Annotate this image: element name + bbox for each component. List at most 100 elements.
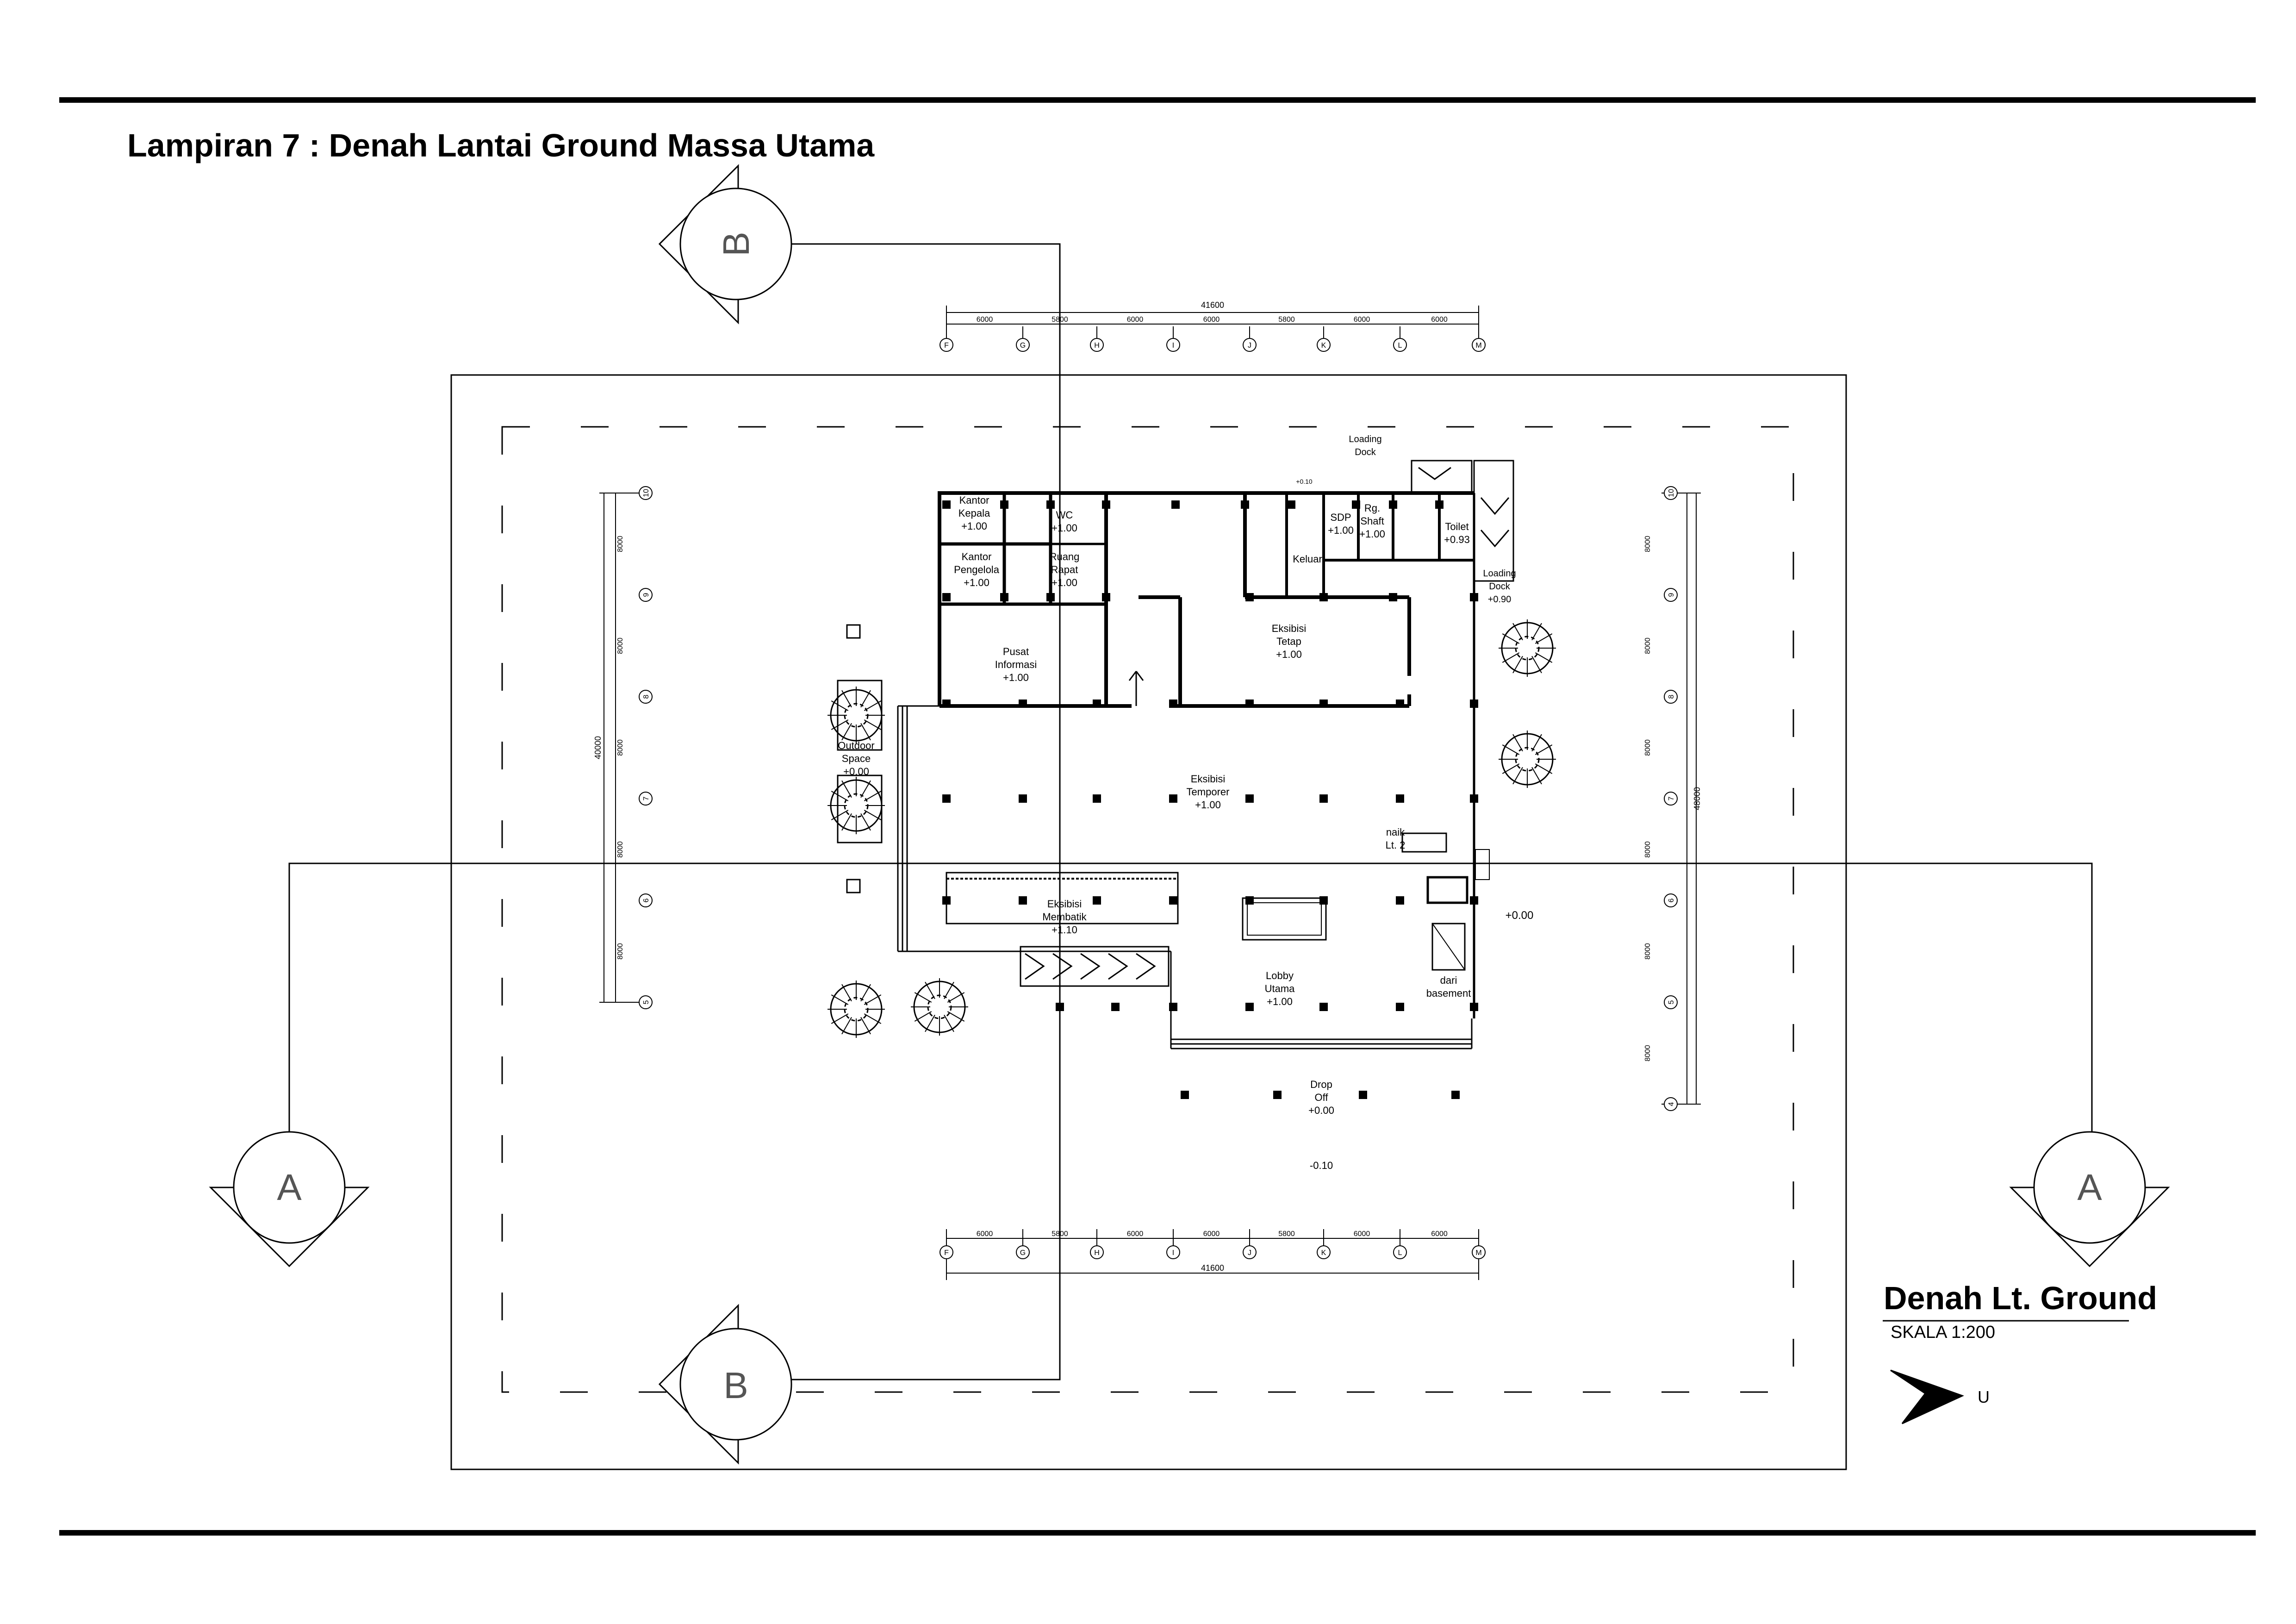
- svg-text:B: B: [723, 1365, 748, 1406]
- setback-dashed-line: [501, 426, 1794, 1393]
- structural-column: [1019, 896, 1027, 905]
- grid-bubble-F: F: [940, 338, 953, 352]
- top-border-bar: [59, 97, 2256, 103]
- room-label-wc: WC: [1056, 509, 1073, 521]
- structural-column: [1171, 500, 1180, 509]
- grid-bubble-label: I: [1172, 342, 1174, 350]
- structural-column: [1470, 700, 1478, 708]
- structural-column: [942, 700, 951, 708]
- structural-column: [1470, 794, 1478, 803]
- grid-bubble-label: M: [1475, 342, 1481, 350]
- structural-column: [1389, 593, 1397, 601]
- column-spacing-label: 6000: [1127, 316, 1144, 324]
- grid-bubble-label: F: [944, 342, 949, 350]
- drawing-title: Denah Lt. Ground: [1884, 1280, 2157, 1316]
- structural-column: [942, 500, 951, 509]
- structural-column: [1169, 794, 1177, 803]
- room-label-naik-lt2: Lt. 2: [1386, 839, 1406, 851]
- room-label-pusat-informasi: +1.00: [1003, 672, 1029, 683]
- room-label-loading-dock-side: +0.90: [1488, 594, 1512, 605]
- grid-bubble-label: 9: [642, 593, 650, 597]
- svg-text:A: A: [2077, 1167, 2102, 1208]
- structural-column: [1396, 700, 1404, 708]
- structural-column: [1470, 593, 1478, 601]
- room-label-kantor-pengelola: Pengelola: [954, 564, 1000, 575]
- structural-column: [1319, 794, 1328, 803]
- grid-bubble-row-6: 6: [1664, 893, 1678, 907]
- room-label-eksibisi-membatik: Eksibisi: [1047, 898, 1082, 910]
- svg-text:B: B: [716, 231, 757, 256]
- column-spacing-label: 6000: [1127, 1230, 1144, 1238]
- structural-column: [1093, 896, 1101, 905]
- grid-bubble-label: 9: [1668, 593, 1675, 597]
- grid-bubble-label: K: [1321, 1249, 1326, 1257]
- grid-bubble-row-9: 9: [1664, 588, 1678, 602]
- grid-bubble-label: J: [1248, 1249, 1251, 1257]
- structural-column: [1245, 700, 1254, 708]
- row-spacing-label: 8000: [616, 739, 624, 756]
- room-label-lobby-utama: +1.00: [1267, 996, 1293, 1007]
- grid-bubble-G: G: [1016, 338, 1030, 352]
- room-label-outdoor-space: Outdoor: [838, 740, 875, 751]
- grid-bubble-row-10: 10: [1664, 486, 1678, 500]
- grid-bubble-J: J: [1243, 338, 1257, 352]
- room-label-rg-shaft: +1.00: [1359, 528, 1385, 540]
- grid-bubble-M: M: [1472, 338, 1486, 352]
- dimension-top: [946, 306, 1479, 343]
- grid-bubble-label: F: [944, 1249, 949, 1257]
- structural-column: [1287, 500, 1295, 509]
- structural-column: [942, 593, 951, 601]
- structural-column: [1470, 896, 1478, 905]
- grid-bubble-row-7: 7: [639, 792, 653, 806]
- dimension-left-total: 40000: [593, 736, 603, 759]
- row-spacing-label: 8000: [1644, 739, 1652, 756]
- structural-column: [1396, 1003, 1404, 1011]
- structural-column: [1000, 500, 1008, 509]
- outdoor-markers: [837, 624, 883, 893]
- grid-bubble-H: H: [1090, 338, 1104, 352]
- structural-column: [1245, 593, 1254, 601]
- room-label-outdoor-space: Space: [842, 753, 871, 764]
- column-spacing-label: 6000: [977, 316, 993, 324]
- room-label-eksibisi-temporer: Temporer: [1187, 786, 1230, 798]
- room-label-ruang-rapat: Rapat: [1051, 564, 1078, 575]
- room-label-loading-dock-side: Dock: [1489, 581, 1511, 592]
- section-marker-b-bottom: B: [658, 1304, 792, 1465]
- grid-bubble-label: 10: [642, 489, 650, 497]
- grid-bubble-M: M: [1472, 1245, 1486, 1259]
- room-label-pusat-informasi: Pusat: [1003, 646, 1029, 657]
- room-label-eksibisi-tetap: +1.00: [1276, 649, 1302, 660]
- structural-column: [942, 794, 951, 803]
- structural-column: [1169, 896, 1177, 905]
- row-spacing-label: 8000: [1644, 1045, 1652, 1062]
- room-label-loading-dock-top: Loading: [1349, 434, 1381, 444]
- structural-column: [1093, 794, 1101, 803]
- row-spacing-label: 8000: [616, 637, 624, 654]
- column-spacing-label: 5800: [1278, 316, 1295, 324]
- svg-text:A: A: [277, 1167, 302, 1208]
- grid-bubble-row-8: 8: [1664, 690, 1678, 704]
- room-labels: KantorKepala+1.00KantorPengelola+1.00WC+…: [838, 434, 1533, 1171]
- column-spacing-label: 5800: [1052, 1230, 1068, 1238]
- grid-bubble-label: 4: [1668, 1102, 1675, 1106]
- structural-column: [1056, 1003, 1064, 1011]
- room-label-rg-shaft: Shaft: [1360, 515, 1384, 527]
- page-title: Lampiran 7 : Denah Lantai Ground Massa U…: [127, 127, 875, 163]
- room-label-toilet: Toilet: [1445, 521, 1468, 532]
- grid-bubble-label: J: [1248, 342, 1251, 350]
- structural-column: [1319, 896, 1328, 905]
- grid-bubble-label: 6: [642, 898, 650, 902]
- room-label-ruang-rapat: Ruang: [1050, 551, 1080, 562]
- room-label-loading-dock-top: Dock: [1355, 447, 1376, 457]
- row-spacing-label: 8000: [616, 943, 624, 960]
- structural-column: [1319, 1003, 1328, 1011]
- grid-bubble-label: H: [1094, 1249, 1100, 1257]
- room-label-ruang-rapat: +1.00: [1052, 577, 1077, 588]
- column-spacing-label: 6000: [1431, 316, 1448, 324]
- column-spacing-label: 5800: [1278, 1230, 1295, 1238]
- room-label-drop-off: Off: [1315, 1092, 1329, 1103]
- room-label-eksibisi-tetap: Tetap: [1276, 636, 1301, 647]
- grid-bubble-label: 6: [1668, 898, 1675, 902]
- room-label-eksibisi-tetap: Eksibisi: [1272, 623, 1307, 634]
- structural-column: [1352, 500, 1360, 509]
